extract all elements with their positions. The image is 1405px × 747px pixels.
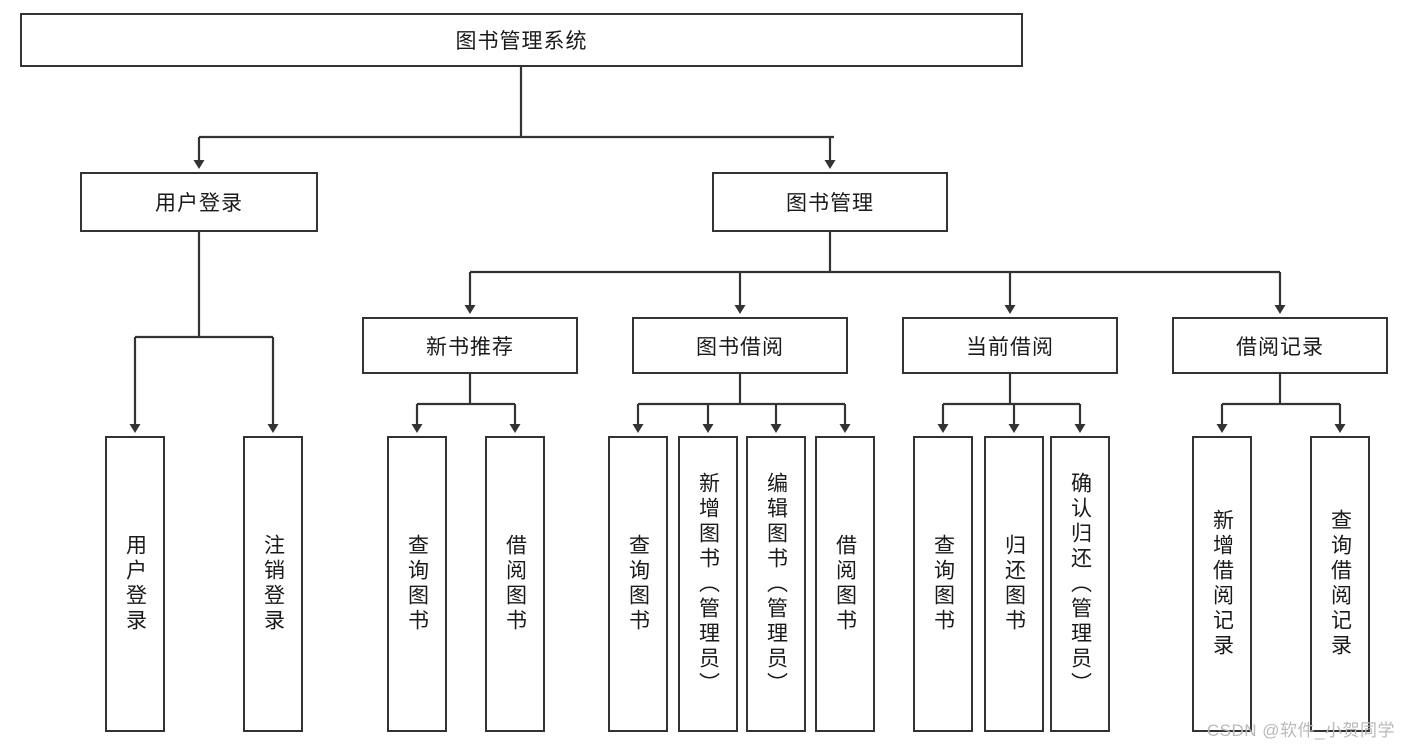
- node-leaf-confirm-return[interactable]: 确认归还（管理员）: [1050, 436, 1110, 732]
- node-leaf-borrow-book-2[interactable]: 借阅图书: [815, 436, 875, 732]
- node-leaf-confirm-return-label: 确认归还（管理员）: [1068, 471, 1092, 697]
- node-leaf-borrow-book-1-label: 借阅图书: [503, 534, 527, 634]
- node-leaf-return-book[interactable]: 归还图书: [984, 436, 1044, 732]
- node-leaf-edit-book-label: 编辑图书（管理员）: [764, 471, 788, 697]
- node-root-label: 图书管理系统: [455, 30, 588, 53]
- node-leaf-borrow-book-1[interactable]: 借阅图书: [485, 436, 545, 732]
- node-leaf-return-book-label: 归还图书: [1002, 534, 1026, 634]
- node-leaf-edit-book[interactable]: 编辑图书（管理员）: [746, 436, 806, 732]
- node-leaf-user-login-label: 用户登录: [123, 534, 147, 634]
- node-book-borrow[interactable]: 图书借阅: [632, 317, 848, 374]
- node-leaf-add-record-label: 新增借阅记录: [1210, 509, 1234, 659]
- node-leaf-logout[interactable]: 注销登录: [243, 436, 303, 732]
- node-leaf-query-book-1[interactable]: 查询图书: [387, 436, 447, 732]
- node-borrow-record[interactable]: 借阅记录: [1172, 317, 1388, 374]
- node-leaf-user-login[interactable]: 用户登录: [105, 436, 165, 732]
- node-leaf-query-book-2[interactable]: 查询图书: [608, 436, 668, 732]
- node-leaf-query-book-3-label: 查询图书: [931, 534, 955, 634]
- node-leaf-borrow-book-2-label: 借阅图书: [833, 534, 857, 634]
- node-user-login[interactable]: 用户登录: [80, 172, 318, 232]
- node-user-login-label: 用户登录: [155, 192, 243, 215]
- node-leaf-query-record-label: 查询借阅记录: [1328, 509, 1352, 659]
- node-leaf-query-book-1-label: 查询图书: [405, 534, 429, 634]
- node-current-borrow[interactable]: 当前借阅: [902, 317, 1118, 374]
- node-book-manage[interactable]: 图书管理: [712, 172, 948, 232]
- node-leaf-logout-label: 注销登录: [261, 534, 285, 634]
- node-borrow-record-label: 借阅记录: [1236, 335, 1324, 359]
- node-leaf-add-book[interactable]: 新增图书（管理员）: [678, 436, 738, 732]
- node-leaf-add-book-label: 新增图书（管理员）: [696, 471, 720, 697]
- node-new-book-recommend[interactable]: 新书推荐: [362, 317, 578, 374]
- node-leaf-query-book-2-label: 查询图书: [626, 534, 650, 634]
- node-leaf-add-record[interactable]: 新增借阅记录: [1192, 436, 1252, 732]
- node-new-book-recommend-label: 新书推荐: [426, 335, 514, 359]
- node-leaf-query-book-3[interactable]: 查询图书: [913, 436, 973, 732]
- node-leaf-query-record[interactable]: 查询借阅记录: [1310, 436, 1370, 732]
- node-book-manage-label: 图书管理: [786, 192, 874, 215]
- node-book-borrow-label: 图书借阅: [696, 335, 784, 359]
- node-root[interactable]: 图书管理系统: [20, 13, 1023, 67]
- watermark-text: CSDN @软件_小贺同学: [1206, 721, 1395, 740]
- node-current-borrow-label: 当前借阅: [966, 335, 1054, 359]
